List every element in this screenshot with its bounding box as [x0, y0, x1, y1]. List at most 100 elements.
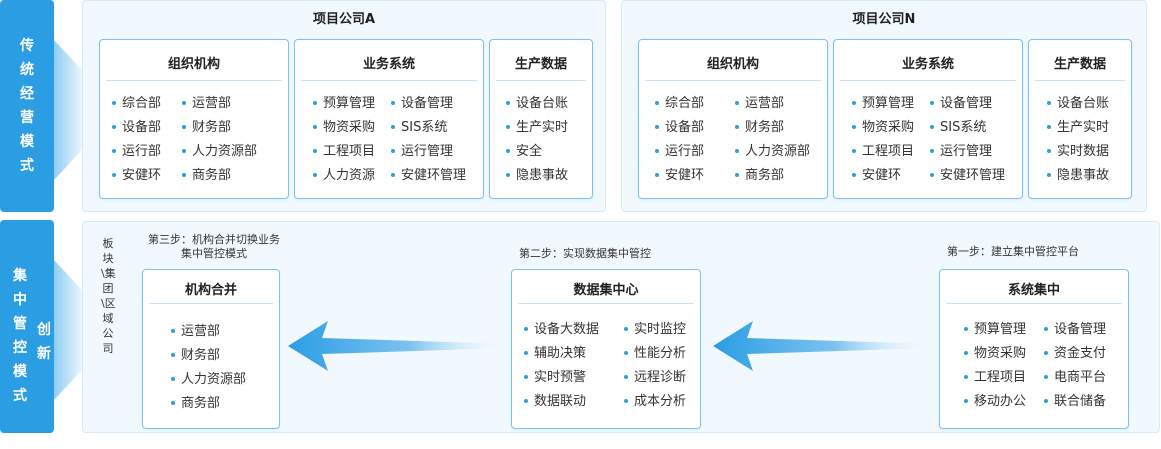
- list-item: 工程项目: [964, 370, 1026, 386]
- list-item: 人力资源部: [735, 144, 810, 160]
- list-item: 预算管理: [852, 96, 914, 112]
- list-item: 物资采购: [313, 120, 375, 136]
- bottom-wedge: [54, 260, 82, 400]
- innovation-text: 创新: [37, 322, 51, 362]
- list-item: 综合部: [112, 96, 161, 112]
- list-item: 预算管理: [313, 96, 375, 112]
- company-a-biz-card: 业务系统 预算管理 物资采购 工程项目 人力资源 设备管理 SIS系统 运行管理…: [294, 39, 484, 199]
- company-a-prod-card: 生产数据 设备台账 生产实时 安全 隐患事故: [489, 39, 593, 199]
- card-title: 系统集中: [1007, 283, 1060, 298]
- list-item: 设备部: [112, 120, 161, 136]
- card-title: 生产数据: [1053, 57, 1106, 72]
- list-item: 运行部: [655, 144, 704, 160]
- list-item: 设备管理: [930, 96, 992, 112]
- list-item: 运营部: [735, 96, 784, 112]
- arrow-left-1: [288, 321, 510, 371]
- divider: [496, 80, 586, 81]
- list-item: SIS系统: [930, 120, 986, 136]
- step3-label: 第三步：机构合并切换业务 集中管控模式: [148, 233, 280, 260]
- centralized-panel: 板块\集团\区域公司 第三步：机构合并切换业务 集中管控模式 第二步：实现数据集…: [82, 221, 1160, 433]
- list-item: 安健环: [655, 168, 704, 184]
- divider: [645, 80, 821, 81]
- list-item: 设备管理: [391, 96, 453, 112]
- company-n-title: 项目公司N: [852, 12, 916, 27]
- list-item: 运营部: [171, 324, 220, 340]
- list-item: 物资采购: [852, 120, 914, 136]
- company-a-panel: 项目公司A 组织机构 综合部 设备部 运行部 安健环 运营部 财务部 人力资源部…: [82, 0, 606, 212]
- list-item: 远程诊断: [624, 370, 686, 386]
- list-item: 财务部: [171, 348, 220, 364]
- list-item: 商务部: [735, 168, 784, 184]
- list-item: 隐患事故: [506, 168, 568, 184]
- list-item: 安健环管理: [930, 168, 1005, 184]
- list-item: 实时监控: [624, 322, 686, 338]
- list-item: 设备管理: [1044, 322, 1106, 338]
- list-item: 预算管理: [964, 322, 1026, 338]
- traditional-mode-label: 传统经营模式: [0, 0, 54, 212]
- list-item: 人力资源部: [182, 144, 257, 160]
- list-item: 人力资源: [313, 168, 375, 184]
- list-item: 设备大数据: [524, 322, 599, 338]
- list-item: 联合储备: [1044, 394, 1106, 410]
- list-item: 设备台账: [506, 96, 568, 112]
- divider: [301, 80, 477, 81]
- company-n-org-card: 组织机构 综合部 设备部 运行部 安健环 运营部 财务部 人力资源部 商务部: [638, 39, 828, 199]
- divider: [149, 303, 273, 304]
- company-n-prod-card: 生产数据 设备台账 生产实时 实时数据 隐患事故: [1028, 39, 1132, 199]
- list-item: 实时数据: [1047, 144, 1109, 160]
- card-title: 数据集中心: [573, 283, 639, 298]
- vertical-org-text: 板块\集团\区域公司: [101, 237, 116, 355]
- system-card: 系统集中 预算管理 物资采购 工程项目 移动办公 设备管理 资金支付 电商平台 …: [939, 269, 1129, 429]
- list-item: 综合部: [655, 96, 704, 112]
- list-item: 安健环管理: [391, 168, 466, 184]
- card-title: 机构合并: [184, 283, 237, 298]
- list-item: 隐患事故: [1047, 168, 1109, 184]
- list-item: 人力资源部: [171, 372, 246, 388]
- card-title: 生产数据: [514, 57, 567, 72]
- card-title: 业务系统: [362, 57, 415, 72]
- card-title: 组织机构: [167, 57, 220, 72]
- card-title: 业务系统: [901, 57, 954, 72]
- list-item: 运行部: [112, 144, 161, 160]
- list-item: 安全: [506, 144, 542, 160]
- list-item: 物资采购: [964, 346, 1026, 362]
- divider: [1035, 80, 1125, 81]
- list-item: 财务部: [182, 120, 231, 136]
- arrow-left-2: [713, 321, 935, 371]
- list-item: 安健环: [112, 168, 161, 184]
- list-item: 安健环: [852, 168, 901, 184]
- list-item: 设备部: [655, 120, 704, 136]
- data-center-card: 数据集中心 设备大数据 辅助决策 实时预警 数据联动 实时监控 性能分析 远程诊…: [511, 269, 701, 429]
- list-item: 性能分析: [624, 346, 686, 362]
- traditional-mode-text: 传统经营模式: [20, 38, 34, 174]
- divider: [106, 80, 282, 81]
- company-n-biz-card: 业务系统 预算管理 物资采购 工程项目 安健环 设备管理 SIS系统 运行管理 …: [833, 39, 1023, 199]
- list-item: 运行管理: [391, 144, 453, 160]
- centralized-mode-text: 集中管控模式: [13, 268, 27, 404]
- list-item: 实时预警: [524, 370, 586, 386]
- centralized-mode-label: 集中管控模式 创新: [0, 220, 54, 433]
- list-item: 资金支付: [1044, 346, 1106, 362]
- merge-card: 机构合并 运营部 财务部 人力资源部 商务部: [142, 269, 280, 429]
- step2-label: 第二步：实现数据集中管控: [519, 247, 651, 260]
- list-item: 运行管理: [930, 144, 992, 160]
- divider: [840, 80, 1016, 81]
- list-item: 商务部: [171, 396, 220, 412]
- list-item: 成本分析: [624, 394, 686, 410]
- company-a-org-card: 组织机构 综合部 设备部 运行部 安健环 运营部 财务部 人力资源部 商务部: [99, 39, 289, 199]
- list-item: 生产实时: [506, 120, 568, 136]
- list-item: 移动办公: [964, 394, 1026, 410]
- list-item: 辅助决策: [524, 346, 586, 362]
- list-item: 设备台账: [1047, 96, 1109, 112]
- card-title: 组织机构: [706, 57, 759, 72]
- company-a-title: 项目公司A: [312, 12, 376, 27]
- step1-label: 第一步：建立集中管控平台: [947, 245, 1079, 258]
- list-item: 商务部: [182, 168, 231, 184]
- divider: [946, 303, 1122, 304]
- list-item: 工程项目: [313, 144, 375, 160]
- list-item: 运营部: [182, 96, 231, 112]
- list-item: 工程项目: [852, 144, 914, 160]
- list-item: 生产实时: [1047, 120, 1109, 136]
- list-item: 电商平台: [1044, 370, 1106, 386]
- divider: [518, 303, 694, 304]
